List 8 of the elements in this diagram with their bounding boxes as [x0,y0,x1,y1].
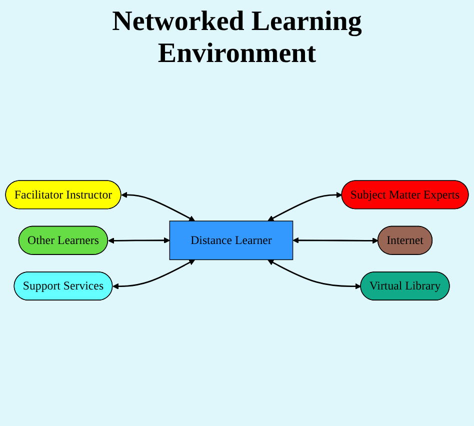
arrow [121,192,196,221]
arrow [108,236,170,244]
arrow [268,192,342,221]
arrow [112,259,196,290]
arrow [292,236,378,244]
node-box: Distance Learner [169,220,294,260]
arrow [268,259,362,290]
diagram-title: Networked Learning Environment [111,6,363,70]
